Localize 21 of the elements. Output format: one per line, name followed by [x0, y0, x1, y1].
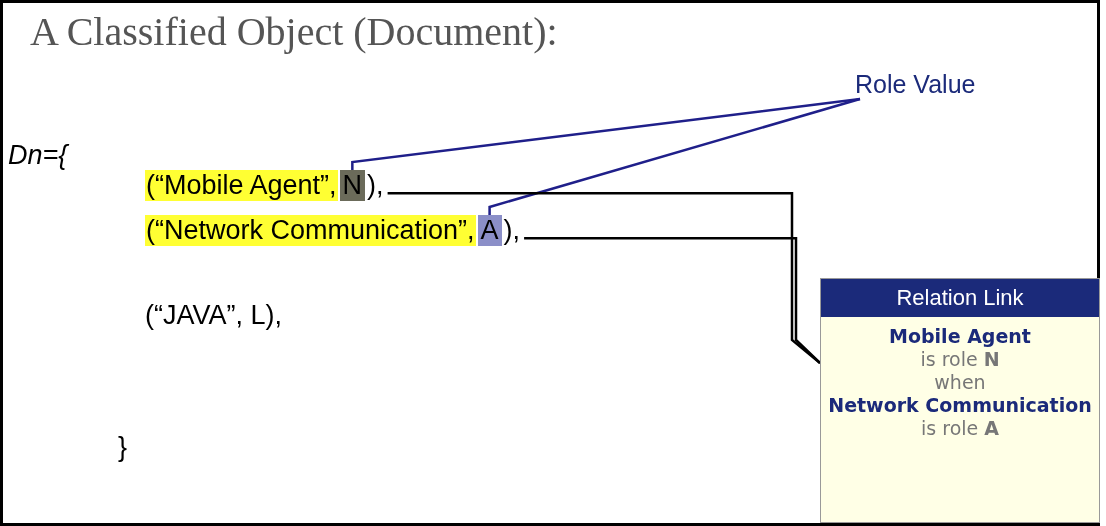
- note-text: Network Communication: [827, 394, 1093, 417]
- callout-label: Role Value: [855, 70, 976, 99]
- note-text: is role A: [920, 417, 1000, 440]
- role-value-highlight: N: [339, 170, 366, 201]
- closing-brace: }: [118, 432, 128, 463]
- leader-line: [488, 97, 861, 215]
- tuple-text: ),: [367, 170, 384, 201]
- connector-line: [524, 237, 821, 364]
- tuple-text: ),: [503, 215, 521, 246]
- highlighted-text: (“Mobile Agent”,: [145, 170, 338, 201]
- highlighted-text: (“Network Communication”,: [145, 215, 476, 246]
- title: A Classified Object (Document):: [30, 8, 558, 55]
- set-opening: Dn={: [8, 140, 68, 171]
- note-text: is role N: [919, 348, 1001, 371]
- card-header: Relation Link: [821, 279, 1099, 317]
- note-card: [820, 278, 1100, 523]
- note-text: Mobile Agent: [888, 325, 1032, 348]
- tuple-text: (“JAVA”, L),: [145, 300, 282, 331]
- note-text: when: [933, 371, 987, 394]
- role-value-highlight: A: [477, 215, 502, 246]
- connector-line: [387, 192, 821, 364]
